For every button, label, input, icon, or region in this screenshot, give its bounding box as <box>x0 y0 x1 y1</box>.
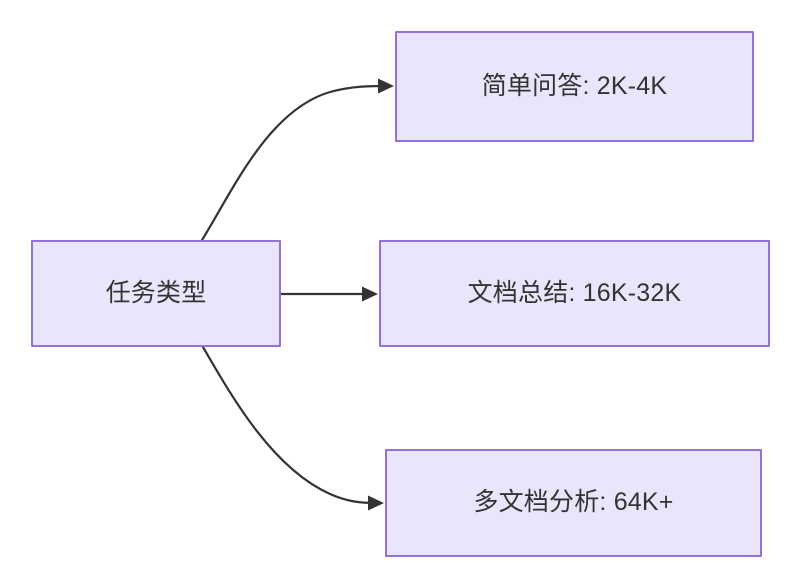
node-task-type[interactable]: 任务类型 <box>31 240 281 347</box>
node-task-type-label: 任务类型 <box>105 278 207 307</box>
node-multi-doc[interactable]: 多文档分析: 64K+ <box>385 449 762 557</box>
node-doc-summary-label: 文档总结: 16K-32K <box>467 278 682 307</box>
edge-task-to-multi-doc <box>201 345 384 511</box>
edge-task-to-doc-summary-arrowhead <box>362 286 378 302</box>
node-multi-doc-label: 多文档分析: 64K+ <box>473 488 674 517</box>
edge-task-to-doc-summary <box>279 286 378 302</box>
node-doc-summary[interactable]: 文档总结: 16K-32K <box>379 240 770 347</box>
edge-task-to-simple-qa <box>200 78 394 242</box>
edge-task-to-simple-qa-arrowhead <box>378 78 394 94</box>
edge-task-to-multi-doc-path <box>201 345 377 505</box>
node-simple-qa-label: 简单问答: 2K-4K <box>481 71 668 100</box>
node-simple-qa[interactable]: 简单问答: 2K-4K <box>395 31 754 142</box>
edge-task-to-multi-doc-arrowhead <box>368 495 384 511</box>
edge-task-to-simple-qa-path <box>200 84 387 242</box>
